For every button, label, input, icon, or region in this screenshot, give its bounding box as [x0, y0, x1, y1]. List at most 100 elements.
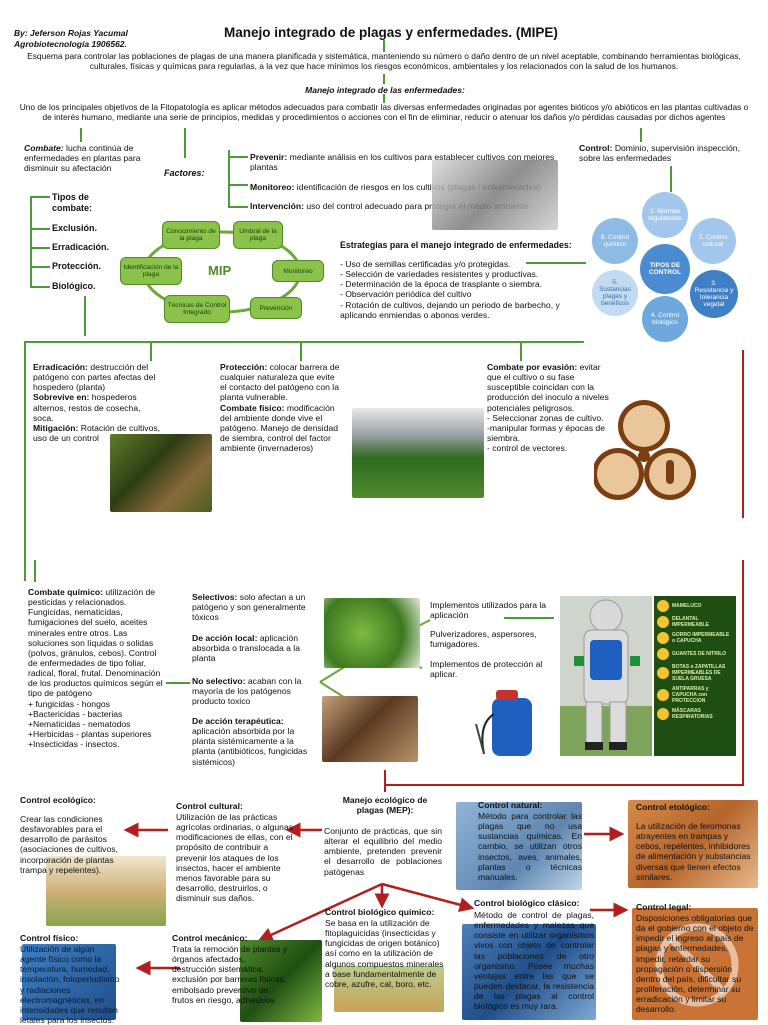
accion-local-label: De acción local:: [192, 633, 258, 643]
bioclasico-title: Control biológico clásico:: [474, 898, 580, 908]
etologico-photo: [628, 800, 758, 888]
goggles-icon: [657, 689, 669, 701]
evasion-item: - control de vectores.: [487, 443, 568, 454]
sobrevive-text: hospederos alternos, restos de cosecha, …: [33, 392, 141, 423]
accion-terapeutica-label: De acción terapéutica:: [192, 716, 284, 726]
quimico-item: +Nematicidas - nematodos: [28, 718, 131, 729]
gloves-icon: [657, 648, 669, 660]
combate-fisico-text: modificación del ambiente donde vive el …: [220, 402, 339, 454]
connector: [384, 784, 744, 786]
mask-icon: [657, 708, 669, 720]
selectivos-label: Selectivos:: [192, 592, 238, 602]
control-desc: Dominio, supervisión inspección, sobre l…: [579, 143, 740, 164]
monitoreo-label: Monitoreo:: [250, 182, 295, 192]
factor-intervencion: Intervención: uso del control adecuado p…: [250, 201, 560, 211]
connector: [30, 196, 32, 288]
mecanico-text: Trata la remoción de plantas y órganos a…: [172, 944, 288, 1005]
connector: [383, 40, 385, 52]
fisico-photo: [22, 944, 116, 1020]
control-type-sustancias: 5. Sustancias plagas y benéficos: [592, 270, 638, 316]
evasion-label: Combate por evasión:: [487, 362, 578, 372]
diseased-plants-photo: [110, 434, 212, 512]
connector: [30, 196, 50, 198]
prevenir-text: mediante análisis en los cultivos para e…: [250, 152, 555, 173]
factor-prevenir: Prevenir: mediante análisis en los culti…: [250, 152, 560, 172]
mameluco-icon: [657, 600, 669, 612]
estrategia-item: - Uso de semillas certificadas y/o prote…: [340, 259, 511, 269]
quimico-label: Combate químico:: [28, 587, 103, 597]
evasion-icons: [594, 400, 696, 500]
epp-item: GUANTES DE NITRILO: [657, 648, 733, 660]
connector: [300, 341, 302, 361]
estrategia-item: - Rotación de cultivos, dejando un perio…: [340, 299, 560, 320]
mep-arrows: [123, 822, 629, 976]
proteccion-label: Protección:: [220, 362, 268, 372]
field-workers-photo: [46, 856, 166, 926]
mip-node-monitoreo: Monitoreo: [272, 260, 324, 282]
control-type-quimico: 6. Control químico: [592, 218, 638, 264]
intervencion-label: Intervención:: [250, 201, 304, 211]
control-label: Control:: [579, 143, 613, 153]
combate-desc: lucha continúa de enfermedades en planta…: [24, 143, 141, 174]
tipo-proteccion: Protección.: [52, 261, 102, 271]
mip-center: MIP: [208, 263, 232, 278]
connector: [640, 128, 642, 142]
bioquimico-text: Se basa en la utilización de fitoplaguic…: [325, 918, 444, 989]
mip-node-umbral: Umbral de la plaga: [233, 221, 283, 249]
erradicacion-label: Erradicación:: [33, 362, 88, 372]
estrategia-item: - Selección de variedades resistentes y …: [340, 269, 539, 280]
estrategias-list: - Uso de semillas certificadas y/o prote…: [340, 259, 576, 320]
selectivos-block: Selectivos: solo afectan a un patógeno y…: [192, 592, 320, 622]
sprayer-image: [475, 690, 532, 756]
control-text: Control: Dominio, supervisión inspección…: [579, 143, 759, 163]
mip-node-identificacion: Identificación de la plaga: [120, 257, 182, 285]
natural-text: Método para controlar las plagas que no …: [478, 811, 582, 882]
traps-photo: [432, 160, 558, 230]
connector: [228, 150, 230, 208]
accion-local-text: aplicación absorbida o translocada a la …: [192, 633, 300, 664]
intro-paragraph: Esquema para controlar las poblaciones d…: [27, 51, 741, 71]
epp-item: MÁSCARAS RESPIRATORIAS: [657, 708, 733, 720]
quimico-block: Combate químico: utilización de pesticid…: [28, 587, 164, 749]
leaf-photo: [324, 598, 420, 668]
control-type-cultural: 2. Control cultural: [690, 218, 736, 264]
mip-node-prevencion: Prevención: [250, 297, 302, 319]
combate-label: Combate:: [24, 143, 64, 153]
control-type-normas: 1. Normas regulatorias: [642, 192, 688, 238]
mep-title: Manejo ecológico de plagas (MEP):: [342, 795, 428, 816]
quimico-item: +Insecticidas - insectos.: [28, 739, 120, 750]
etologico-title: Control etológico:: [636, 802, 710, 812]
connector: [504, 617, 554, 619]
combate-text: Combate: lucha continúa de enfermedades …: [24, 143, 154, 173]
author: By: Jeferson Rojas Yacumal: [14, 28, 128, 38]
prohibited-icon: [655, 923, 739, 1007]
mitigacion-text: Rotación de cultivos, uso de un control: [33, 422, 161, 443]
sobrevive-label: Sobrevive en:: [33, 392, 90, 403]
connector: [384, 770, 386, 792]
connector: [526, 262, 586, 264]
epp-item: MAMELUCO: [657, 600, 733, 612]
natural-title: Control natural:: [478, 800, 543, 810]
selectivos-text: solo afectan a un patógeno y son general…: [192, 592, 306, 623]
ecologico-title: Control ecológico:: [20, 795, 96, 805]
no-selectivo-text: acaban con la mayoría de los patógenos p…: [192, 676, 302, 707]
control-type-resistencia: 3. Resistencia y tolerancia vegetal: [690, 270, 738, 318]
estrategia-item: - Determinación de la época de trasplant…: [340, 279, 543, 290]
fitopatologia-paragraph: Uno de los principales objetivos de la F…: [19, 102, 749, 122]
evasion-item: -manipular formas y épocas de siembra.: [487, 422, 605, 443]
quimico-item: +Bactericidas - bacterias: [28, 708, 123, 719]
cultural-text: Utilización de las prácticas agrícolas o…: [176, 812, 294, 904]
legal-title: Control legal:: [636, 902, 692, 912]
quimico-text: utilización de pesticidas y relacionados…: [28, 587, 163, 699]
bioclasico-photo: [462, 924, 596, 1020]
factores-label: Factores:: [164, 168, 205, 178]
bioquimico-photo: [334, 966, 444, 1012]
mip-cycle: MIP Conocimiento de la plaga Umbral de l…: [118, 215, 326, 327]
mep-text: Conjunto de prácticas, que sin alterar e…: [324, 826, 442, 877]
greenhouse-photo: [352, 408, 484, 498]
connector: [30, 286, 50, 288]
etologico-text: La utilización de feromonas atrayentes e…: [636, 821, 751, 882]
connector: [150, 341, 152, 361]
connector: [30, 228, 50, 230]
page-title: Manejo integrado de plagas y enfermedade…: [224, 25, 558, 40]
